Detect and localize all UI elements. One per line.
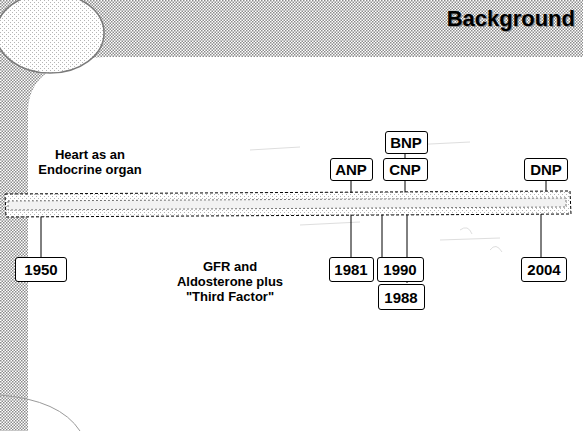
content-area (28, 57, 583, 431)
corner-disc (0, 0, 104, 73)
box-label: 1990 (383, 262, 416, 277)
box-label: BNP (390, 135, 422, 150)
box-label: DNP (530, 162, 562, 177)
box-label: CNP (389, 162, 421, 177)
slide-title: Background (447, 6, 575, 32)
timeline-box: 1988 (378, 284, 425, 310)
timeline-box: CNP (383, 158, 428, 181)
timeline-box: 1981 (329, 257, 374, 282)
annotation-text: Heart as an Endocrine organ (30, 147, 150, 177)
box-label: ANP (335, 162, 367, 177)
box-label: 2004 (527, 262, 560, 277)
box-label: 1988 (384, 290, 417, 305)
timeline-box: 2004 (521, 257, 567, 282)
timeline-box: 1950 (15, 257, 67, 282)
corner-curve (0, 395, 80, 431)
timeline-bar (5, 191, 571, 217)
annotation-text: GFR and Aldosterone plus "Third Factor" (170, 259, 290, 304)
timeline-box: DNP (524, 158, 568, 181)
box-label: 1950 (24, 262, 57, 277)
box-label: 1981 (334, 262, 367, 277)
timeline-box: 1990 (377, 257, 424, 282)
timeline-box: BNP (385, 131, 428, 154)
timeline-box: ANP (330, 158, 373, 181)
